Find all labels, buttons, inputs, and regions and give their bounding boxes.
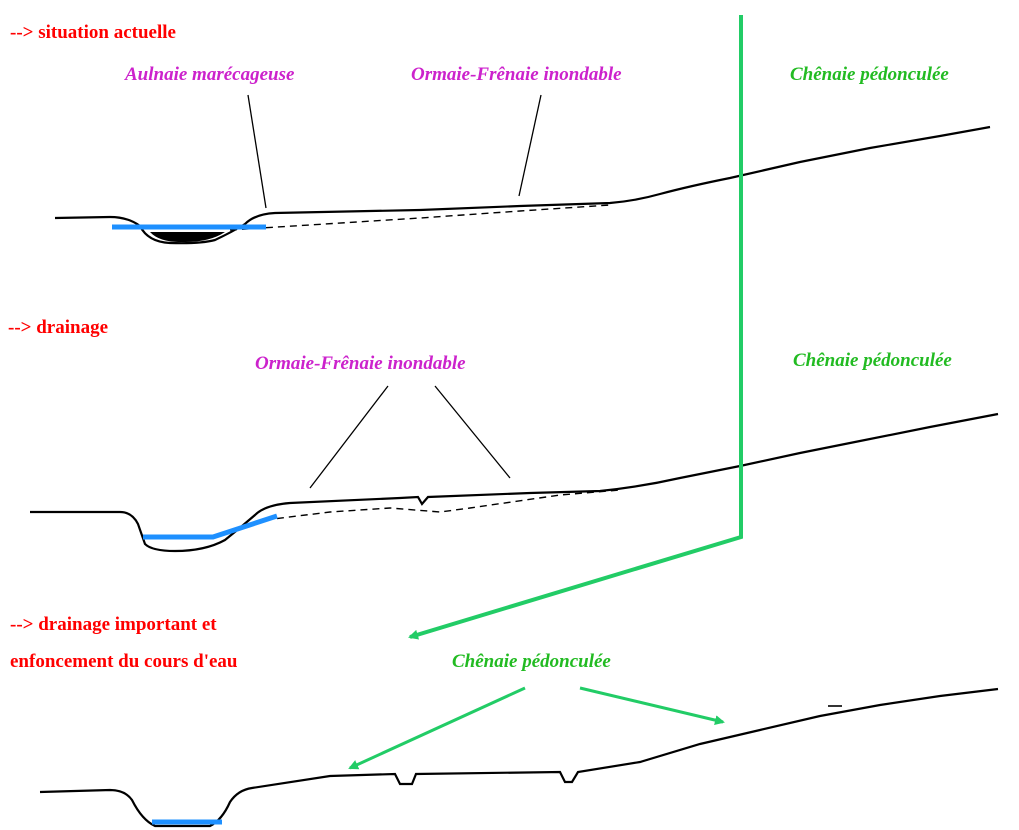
pointer-line-alder: [247, 94, 267, 209]
terrain-profile-deep-incision: [39, 687, 999, 828]
label-elm-ash-drainage: Ormaie-Frênaie inondable: [255, 353, 466, 374]
terrain-profile-drainage: [30, 412, 999, 553]
label-alder-swamp: Aulnaie marécageuse: [125, 64, 295, 85]
pointer-line-elm-ash-current: [518, 94, 542, 197]
heading-current-situation: --> situation actuelle: [10, 22, 176, 43]
label-oak-current: Chênaie pédonculée: [790, 64, 949, 85]
water-surface-drainage: [143, 513, 278, 540]
heading-major-drainage-line1: --> drainage important et: [10, 614, 217, 635]
oak-arrow-left: [348, 686, 526, 770]
oak-arrow-right: [579, 686, 725, 726]
profile-current: [54, 94, 991, 245]
profile-drainage: [30, 385, 999, 553]
profile-deep-incision: [39, 687, 999, 828]
label-oak-deep-incision: Chênaie pédonculée: [452, 651, 611, 672]
label-elm-ash-current: Ormaie-Frênaie inondable: [411, 64, 622, 85]
pointer-line-elm-ash-right: [434, 385, 511, 479]
water-table-current: [229, 204, 611, 231]
heading-major-drainage-line2: enfoncement du cours d'eau: [10, 651, 238, 672]
water-table-drainage: [264, 489, 621, 521]
pointer-line-elm-ash-left: [309, 385, 389, 489]
label-oak-drainage: Chênaie pédonculée: [793, 350, 952, 371]
channel-bed-current: [150, 232, 225, 243]
heading-drainage: --> drainage: [8, 317, 109, 338]
transition-arrow: [408, 15, 743, 640]
